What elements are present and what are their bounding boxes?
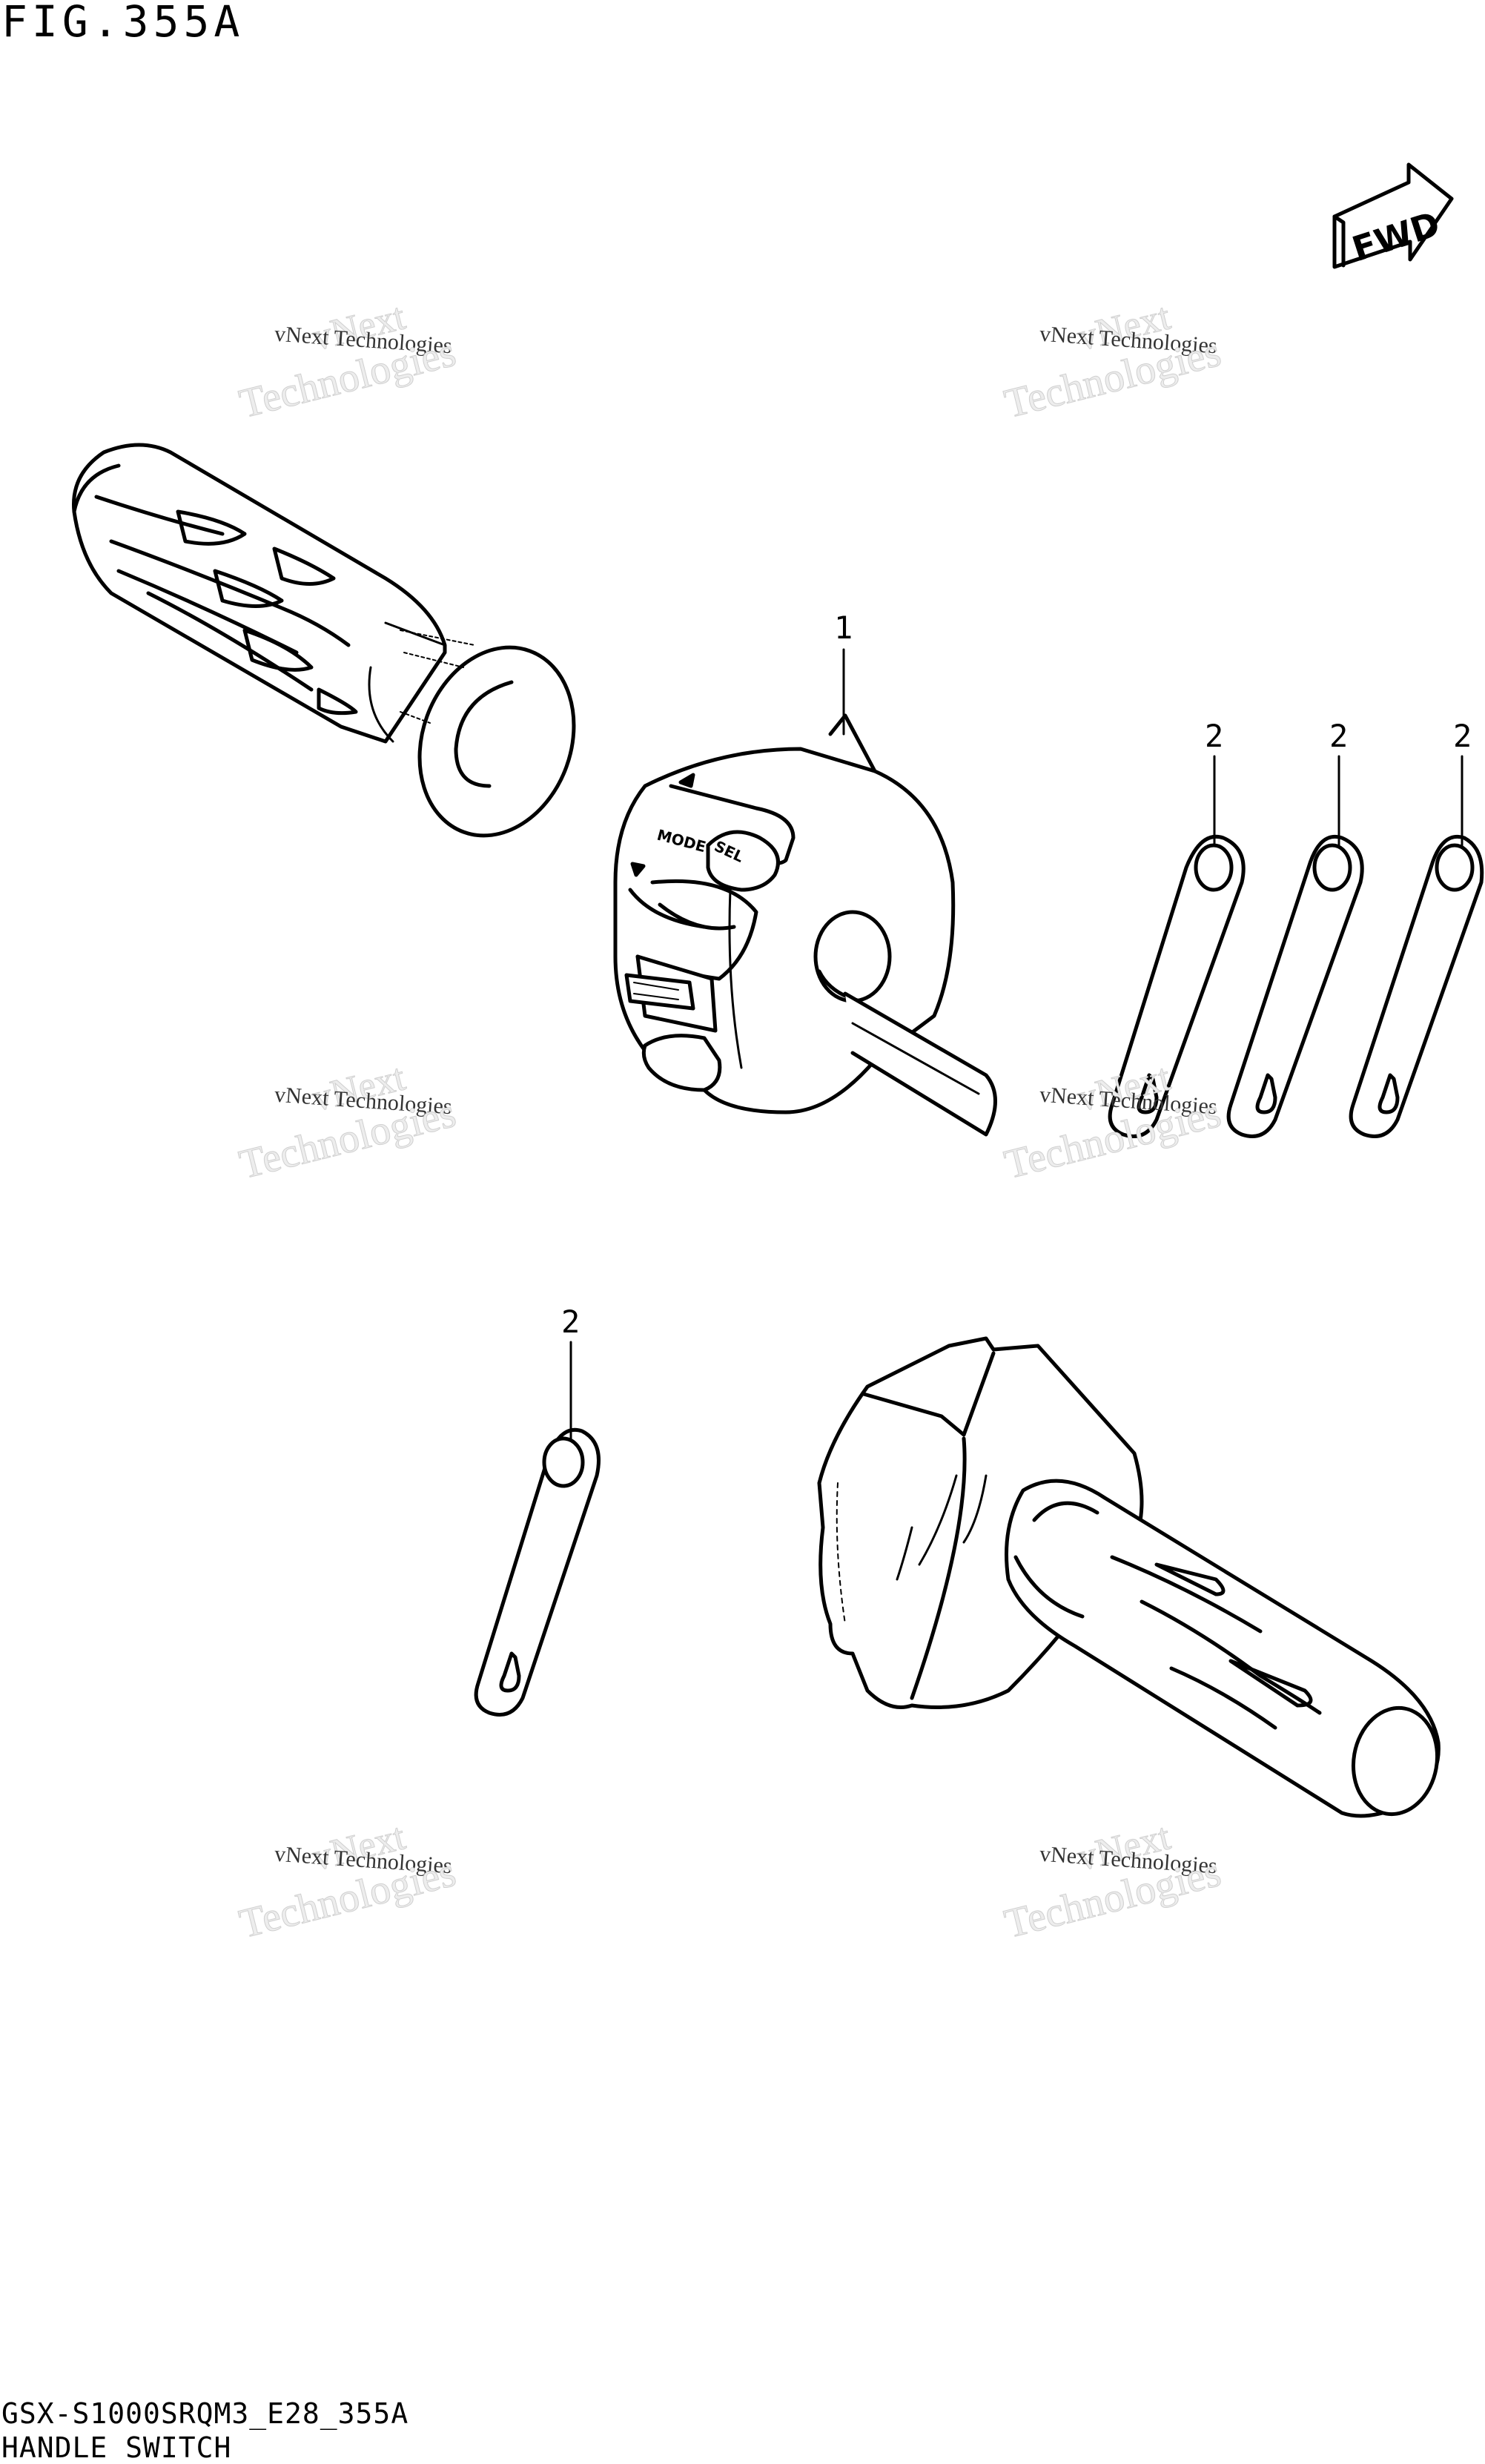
cable-tie-1 [1108,835,1246,1138]
leader-lines [569,648,1463,1440]
cable-tie-3 [1349,835,1484,1138]
cable-tie-4 [474,1428,601,1717]
figure-title: FIG.355A [1,0,245,47]
diagram-name: HANDLE SWITCH [1,2431,232,2464]
handlebar-switch-housing: MODE SEL [613,713,997,1137]
cable-tie-2 [1226,835,1364,1138]
left-grip [72,443,576,838]
callout-part-1: 1 [834,610,853,646]
right-switch-and-grip [817,1336,1441,1818]
callout-part-2-d: 2 [561,1304,581,1340]
diagram-code: GSX-S1000SRQM3_E28_355A [1,2397,409,2430]
callout-part-2-c: 2 [1453,718,1472,754]
callout-part-2-a: 2 [1205,718,1224,754]
fwd-arrow-icon: FWD [1332,162,1454,269]
callout-part-2-b: 2 [1329,718,1349,754]
